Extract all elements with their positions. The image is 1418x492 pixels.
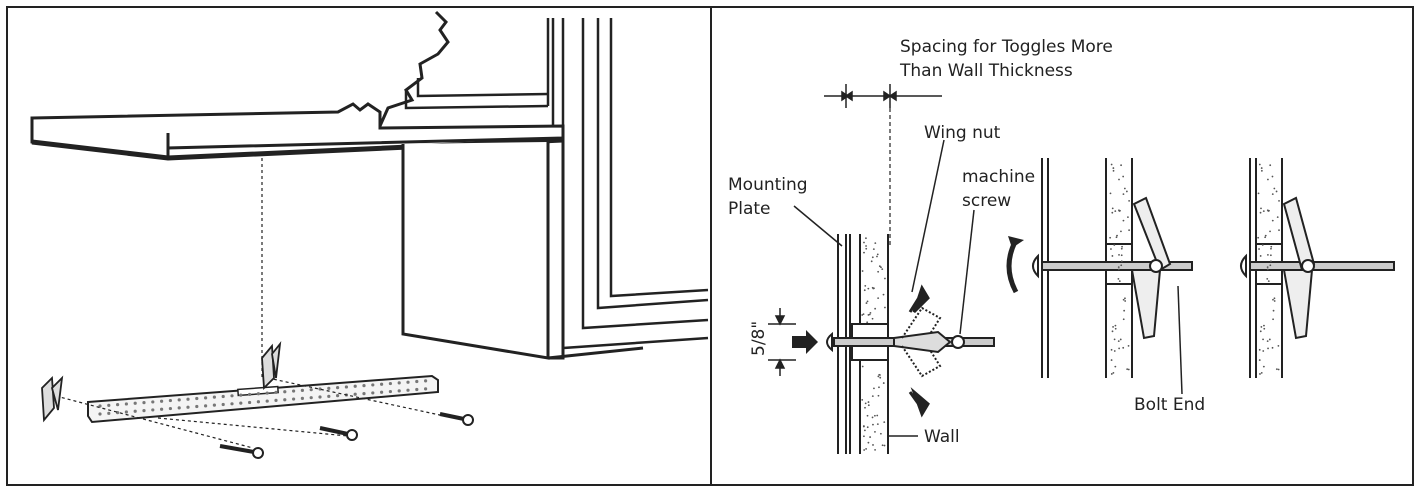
rotation-arrow xyxy=(1006,238,1019,294)
mounting-plate-label-line1: Mounting xyxy=(728,175,808,195)
third-wall-section xyxy=(1240,158,1395,378)
second-wall-section xyxy=(1032,158,1193,378)
screw-3 xyxy=(439,412,474,426)
alignment-lines xyxy=(55,377,464,449)
wing-nut-label: Wing nut xyxy=(924,123,1001,143)
wall-label: Wall xyxy=(924,427,960,447)
toggle-bolt-detail-panel: 5/8" xyxy=(710,6,1414,486)
push-arrow xyxy=(792,330,818,354)
spacing-label-line2: Than Wall Thickness xyxy=(899,61,1073,81)
machine-screw-label-line2: screw xyxy=(962,191,1011,211)
toggle-bolt-center xyxy=(261,340,282,391)
leader-lines xyxy=(793,139,1183,437)
screw-2 xyxy=(319,426,358,441)
upper-cabinet xyxy=(378,10,709,350)
bolt-end-label: Bolt End xyxy=(1134,395,1205,415)
machine-screw-label-line1: machine xyxy=(962,167,1035,187)
mounting-rail xyxy=(87,374,439,424)
cabinet-mounting-panel xyxy=(6,6,712,486)
mounting-plate-label-line2: Plate xyxy=(728,199,771,219)
toggle-bolt-left xyxy=(41,375,64,423)
spread-arrow-up xyxy=(908,284,930,314)
spread-arrow-down xyxy=(908,387,930,418)
cabinet-illustration xyxy=(30,10,709,459)
spacing-label-line1: Spacing for Toggles More xyxy=(900,37,1113,57)
screw-1 xyxy=(219,444,264,459)
spacing-dimension xyxy=(824,84,942,108)
cabinet-base xyxy=(401,136,644,360)
dimension-marker xyxy=(768,308,796,376)
toggle-bolt-diagram: 5/8" xyxy=(728,37,1395,454)
first-bolt-assembly xyxy=(826,306,995,378)
dimension-label: 5/8" xyxy=(749,321,769,356)
